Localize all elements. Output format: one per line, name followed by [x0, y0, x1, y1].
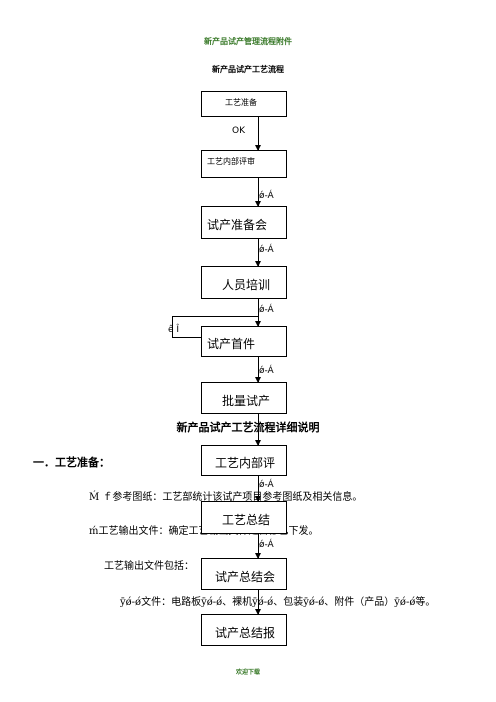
- loop-line: [172, 316, 258, 317]
- flow-step-process-review: 工艺内部评: [201, 445, 287, 476]
- connector-line: [258, 298, 259, 326]
- connector-line: [258, 238, 259, 266]
- document-footer: 欢迎下载: [235, 669, 260, 676]
- section1-heading: 一．工艺准备：: [33, 456, 110, 469]
- document-header: 新产品试产管理流程附件: [204, 37, 292, 46]
- connector-line: [258, 475, 259, 501]
- connector-label: ǿ-Á: [259, 366, 274, 376]
- flow-step-summary-meeting: 试产总结会: [201, 558, 287, 590]
- loop-label: ê Î: [168, 325, 180, 335]
- connector-line: [258, 177, 259, 206]
- flow-step-mass-trial: 批量试产: [201, 382, 287, 414]
- arrow-head: [255, 609, 261, 615]
- flow-step-process-summary: 工艺总结: [201, 501, 287, 534]
- flow-step-summary-report: 试产总结报: [201, 614, 287, 646]
- connector-line: [258, 533, 259, 558]
- paragraph-line: 工艺输出文件包括：: [104, 561, 194, 572]
- flow-step-process-prep: 工艺准备: [201, 91, 287, 117]
- section-title: 新产品试产工艺流程详细说明: [176, 421, 320, 434]
- connector-label: ǿ-Á: [259, 540, 274, 550]
- connector-line: [258, 589, 259, 614]
- arrow-head: [255, 377, 261, 383]
- arrow-head: [255, 321, 261, 327]
- loop-line: [172, 337, 202, 338]
- paragraph-line: ȳǿ-ǿ文件：电路板ȳǿ-ǿ、裸机ȳǿ-ǿ、包装ȳǿ-ǿ、附件（产品）ȳǿ-ǿ等…: [120, 597, 436, 608]
- flow-title: 新产品试产工艺流程: [212, 65, 284, 74]
- flow-step-staff-training: 人员培训: [201, 266, 287, 299]
- arrow-head: [255, 261, 261, 267]
- ok-label: OK: [232, 126, 245, 136]
- arrow-head: [255, 440, 261, 446]
- loop-line: [172, 316, 173, 337]
- connector-label: ǿ-Á: [259, 480, 274, 490]
- connector-line: [258, 116, 259, 150]
- arrow-head: [255, 496, 261, 502]
- connector-line: [258, 356, 259, 382]
- connector-label: ǿ-Á: [259, 245, 274, 255]
- flow-step-first-article: 试产首件: [201, 326, 287, 357]
- flow-step-internal-review: 工艺内部评审: [201, 150, 287, 178]
- arrow-head: [255, 553, 261, 559]
- connector-label: ǿ-Á: [259, 305, 274, 315]
- paragraph-line: Ḿ ｆ参考图纸：工艺部统计该试产项目参考图纸及相关信息。: [89, 492, 363, 503]
- connector-line: [258, 413, 259, 445]
- flow-step-trial-prep-meeting: 试产准备会: [201, 206, 287, 239]
- connector-label: ǿ-Á: [259, 191, 274, 201]
- arrow-head: [255, 145, 261, 151]
- arrow-head: [255, 201, 261, 207]
